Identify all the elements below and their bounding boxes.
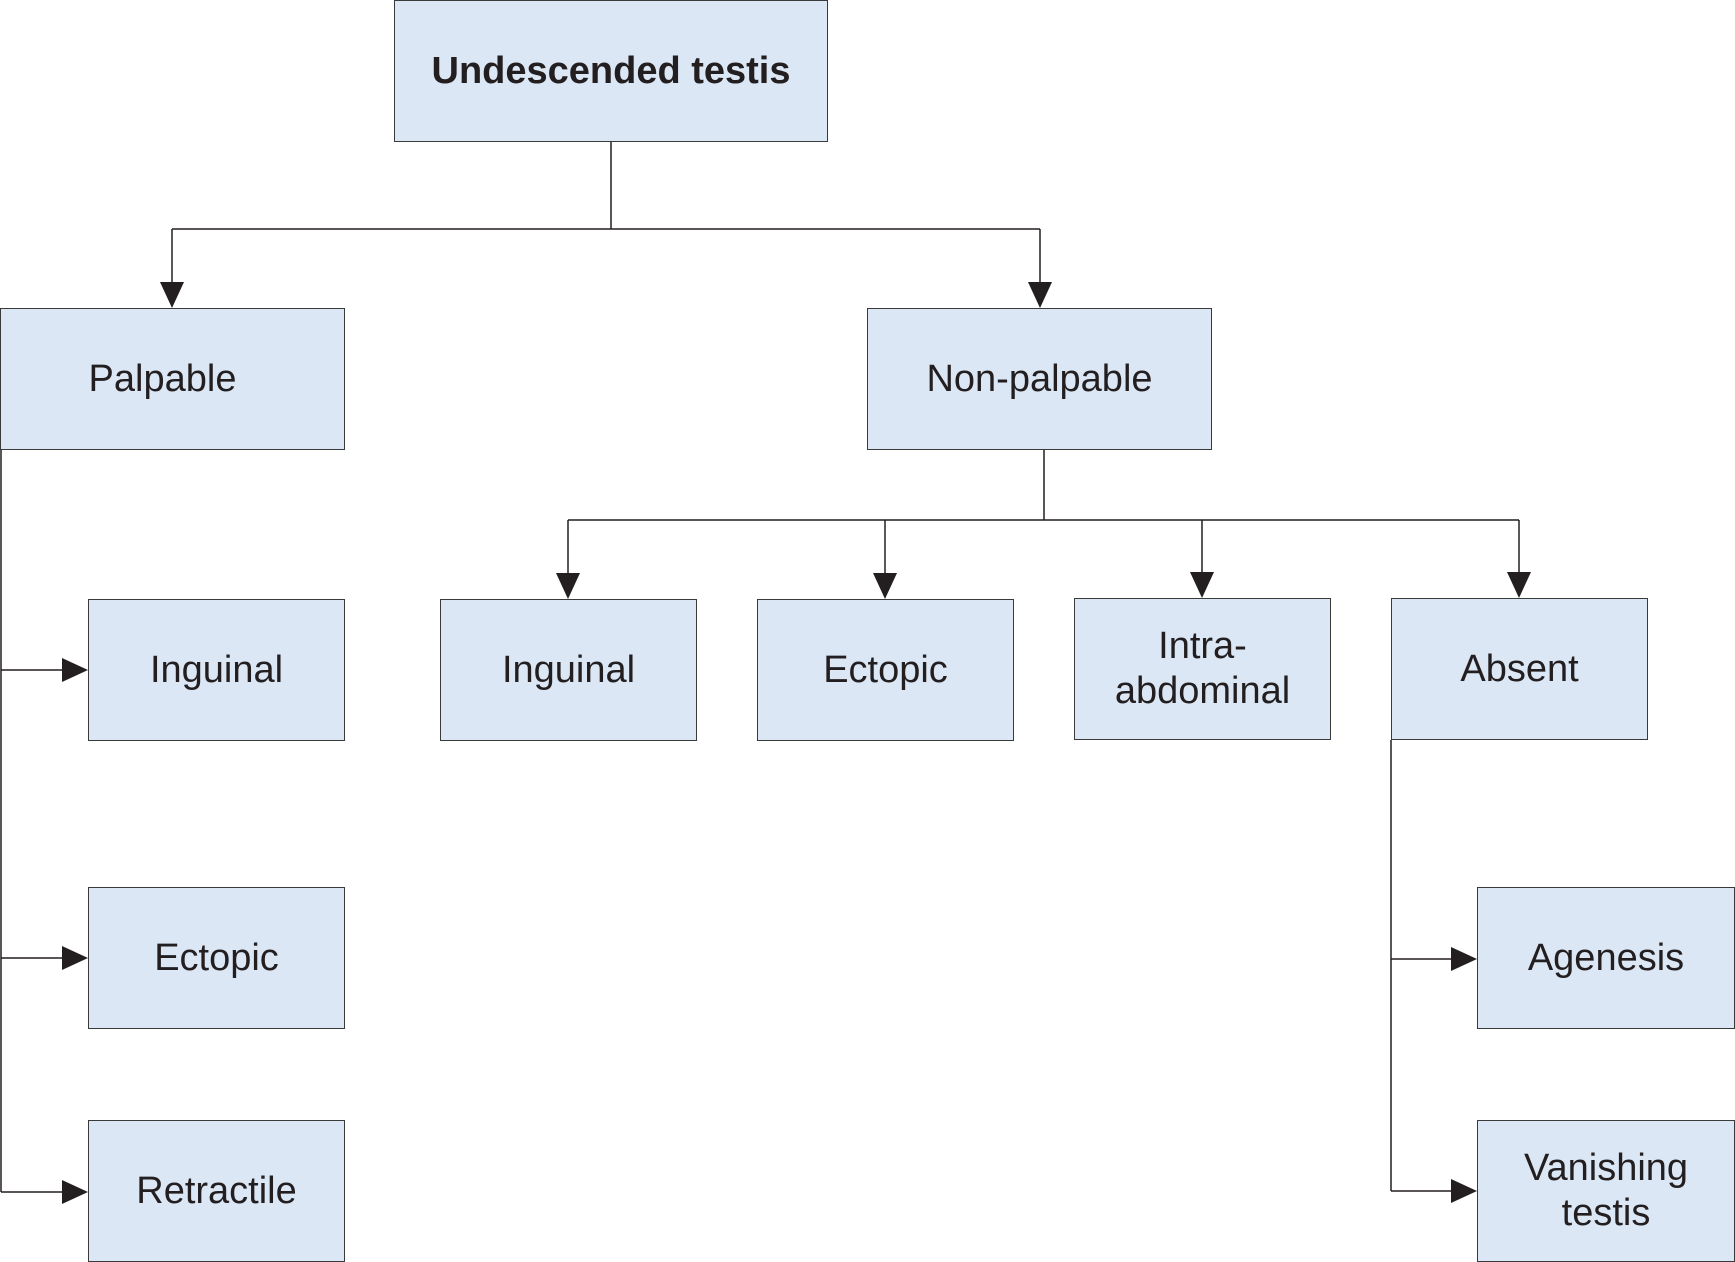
palpable-retractile-label: Retractile <box>136 1169 297 1212</box>
arrowhead-palpable-retractile <box>62 1180 88 1204</box>
arrowhead-vanishing <box>1451 1179 1477 1203</box>
arrowhead-np-absent <box>1507 572 1531 598</box>
palpable-retractile-node: Retractile <box>88 1120 345 1262</box>
np-inguinal-node: Inguinal <box>440 599 697 741</box>
np-ectopic-node: Ectopic <box>757 599 1014 741</box>
arrowhead-non-palpable <box>1028 282 1052 308</box>
np-intra-abdominal-node: Intra- abdominal <box>1074 598 1331 740</box>
np-absent-node: Absent <box>1391 598 1648 740</box>
palpable-label: Palpable <box>88 357 237 400</box>
arrowhead-np-intra-abdominal <box>1190 572 1214 598</box>
vanishing-testis-label: Vanishing testis <box>1523 1147 1689 1234</box>
np-intra-abdominal-label: Intra- abdominal <box>1114 625 1291 712</box>
agenesis-node: Agenesis <box>1477 887 1735 1029</box>
arrowhead-palpable <box>160 282 184 308</box>
root-label: Undescended testis <box>431 49 791 92</box>
agenesis-label: Agenesis <box>1527 936 1685 979</box>
np-ectopic-label: Ectopic <box>823 648 948 691</box>
non-palpable-label: Non-palpable <box>926 357 1153 400</box>
palpable-inguinal-label: Inguinal <box>149 648 284 691</box>
arrowhead-np-ectopic <box>873 573 897 599</box>
arrowhead-agenesis <box>1451 947 1477 971</box>
np-inguinal-label: Inguinal <box>501 648 636 691</box>
vanishing-testis-node: Vanishing testis <box>1477 1120 1735 1262</box>
arrowhead-palpable-ectopic <box>62 946 88 970</box>
root-connector <box>172 142 1040 230</box>
root-node: Undescended testis <box>394 0 828 142</box>
palpable-ectopic-node: Ectopic <box>88 887 345 1029</box>
palpable-ectopic-label: Ectopic <box>154 936 279 979</box>
non-palpable-connector <box>568 450 1519 521</box>
palpable-inguinal-node: Inguinal <box>88 599 345 741</box>
non-palpable-node: Non-palpable <box>867 308 1212 450</box>
np-absent-label: Absent <box>1460 647 1579 690</box>
arrowhead-np-inguinal <box>556 573 580 599</box>
arrowhead-palpable-inguinal <box>62 658 88 682</box>
palpable-node: Palpable <box>0 308 345 450</box>
